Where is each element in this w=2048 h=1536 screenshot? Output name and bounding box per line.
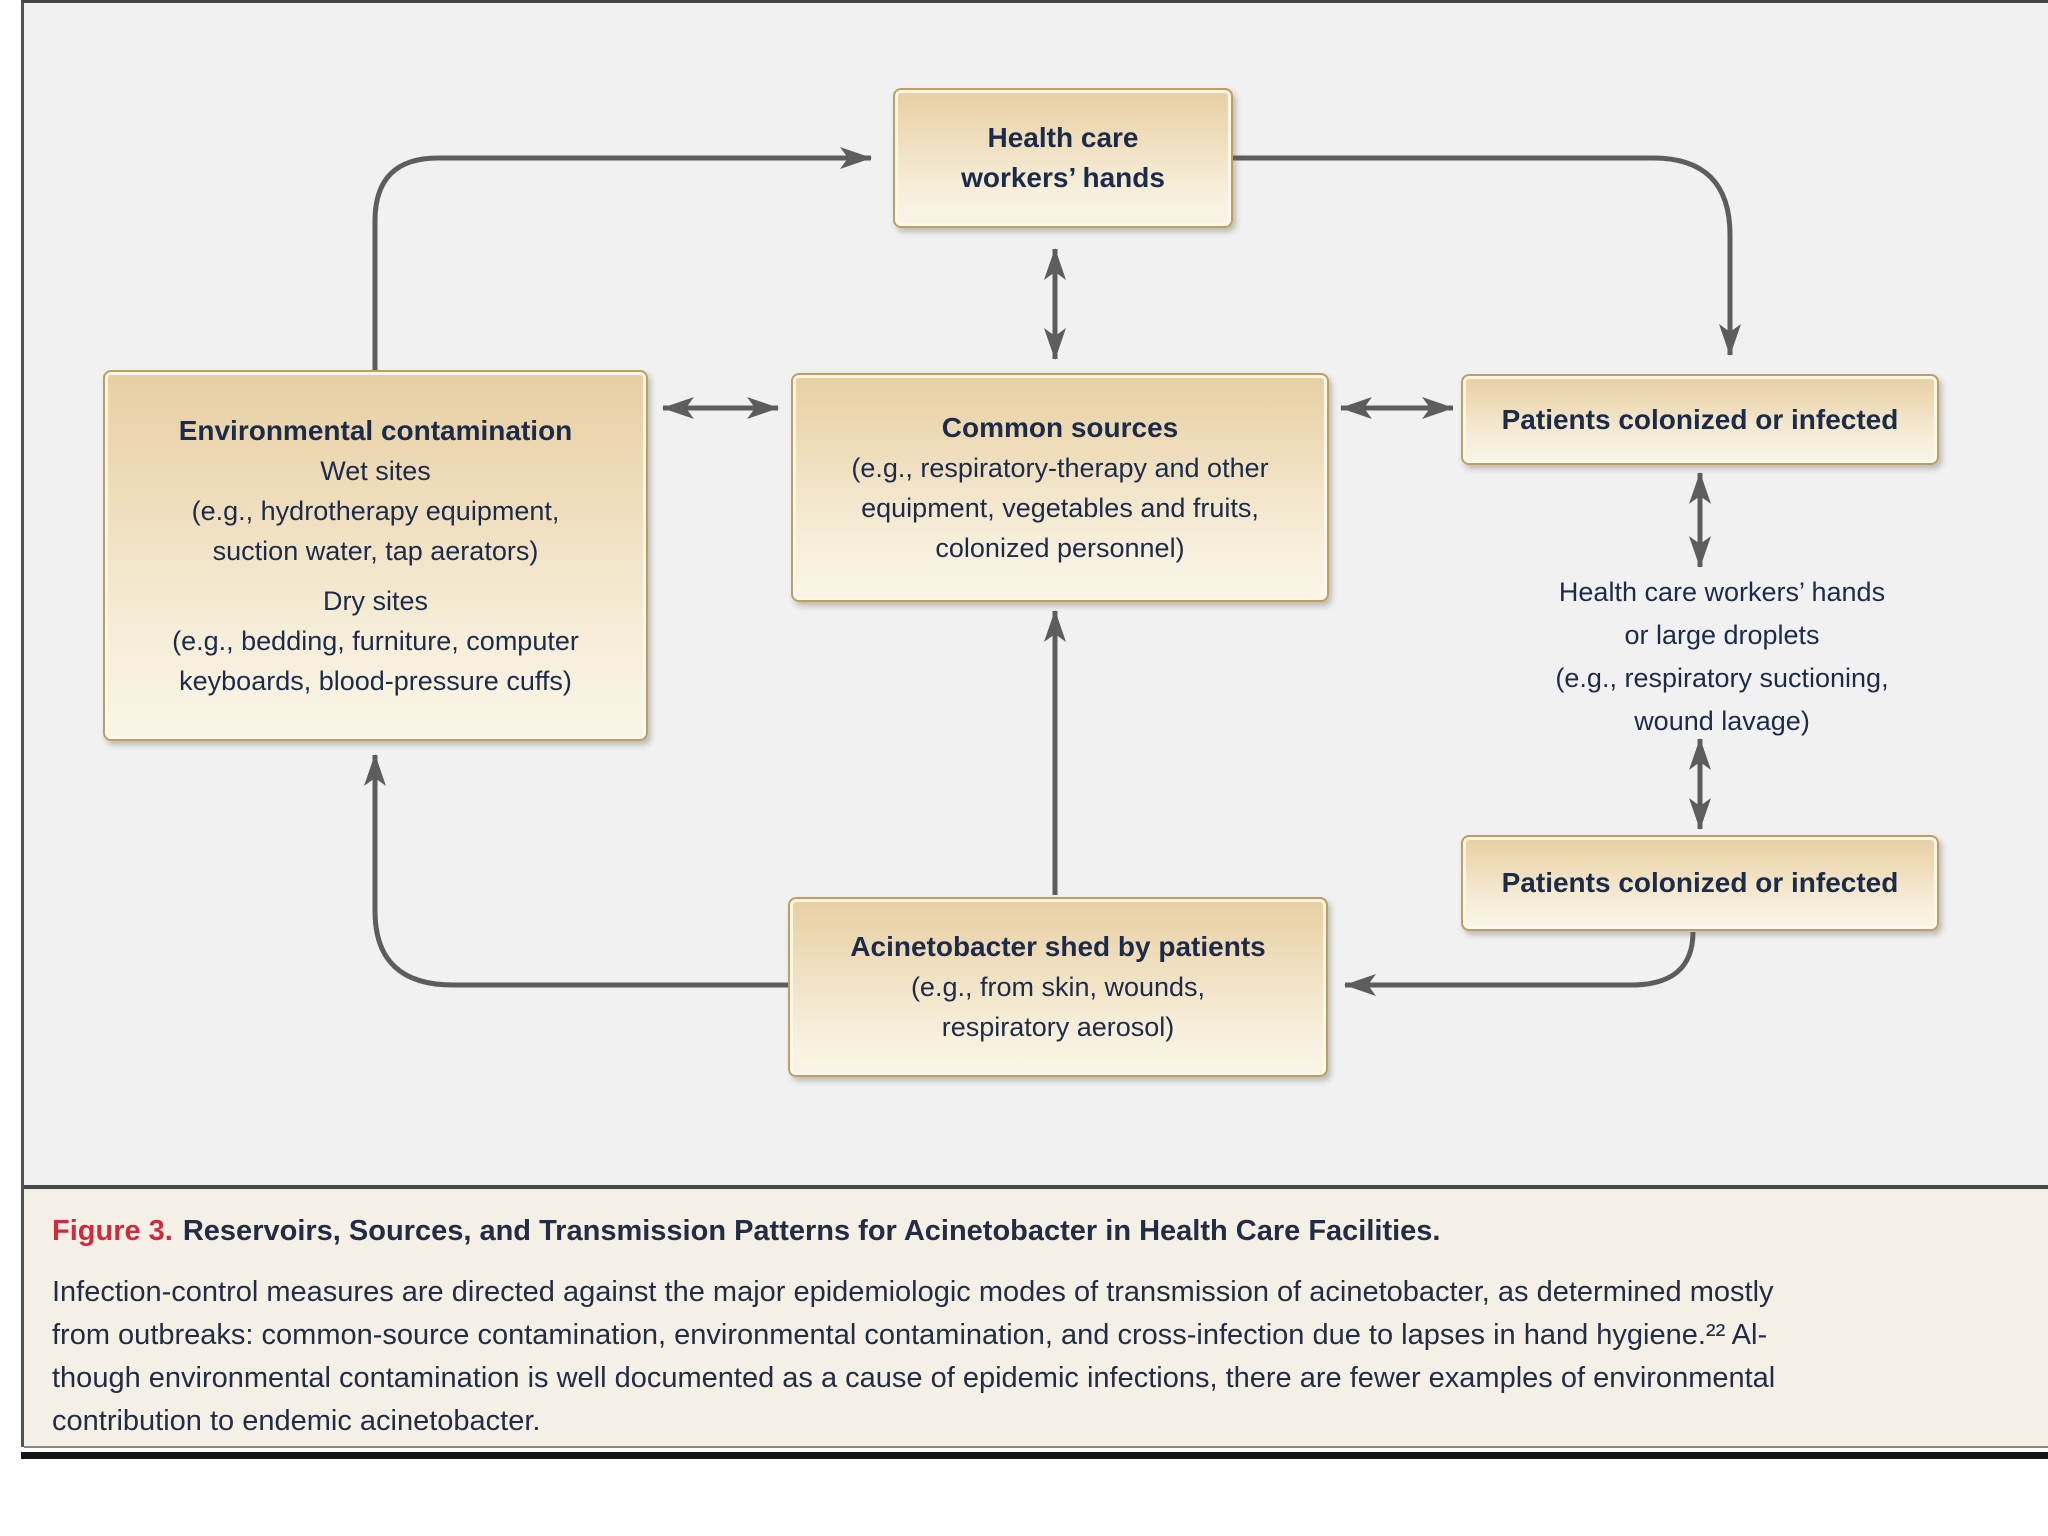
arrow-patients2-to-shed <box>1344 931 1696 996</box>
transfer-text-line: (e.g., respiratory suctioning, <box>1555 663 1889 693</box>
wet-sites-detail-line: suction water, tap aerators) <box>212 535 539 566</box>
arrow-layer <box>364 147 1741 996</box>
transfer-route-text: Health care workers’ hands or large drop… <box>1484 571 1960 743</box>
dry-sites-detail-line: (e.g., bedding, furniture, computer <box>172 625 579 656</box>
caption-divider <box>24 1185 2048 1189</box>
shed-detail-line: (e.g., from skin, wounds, <box>910 972 1206 1002</box>
caption-body-line: though environmental contamination is we… <box>52 1362 1776 1394</box>
transmission-diagram: Health care workers’ hands Environmental… <box>24 3 2048 1185</box>
wet-sites-heading: Wet sites <box>320 455 431 486</box>
box-title: Common sources <box>941 411 1179 443</box>
arrow-hands-to-patients <box>1231 155 1741 356</box>
caption-heading: Figure 3. Reservoirs, Sources, and Transm… <box>52 1211 2018 1251</box>
box-common-sources: Common sources (e.g., respiratory-therap… <box>791 373 1329 602</box>
figure-number-label: Figure 3. <box>52 1215 173 1247</box>
box-title-line: workers’ hands <box>961 162 1165 193</box>
box-title-line: Health care <box>987 122 1139 153</box>
dry-sites-detail-line: keyboards, blood-pressure cuffs) <box>179 665 572 696</box>
box-patients-colonized-bottom: Patients colonized or infected <box>1461 835 1939 931</box>
shed-detail-line: respiratory aerosol) <box>941 1012 1175 1042</box>
common-sources-detail-line: (e.g., respiratory-therapy and other <box>851 452 1269 483</box>
caption-body-line: Infection-control measures are directed … <box>52 1276 1774 1308</box>
transfer-text-line: or large droplets <box>1624 620 1820 650</box>
wet-sites-detail-line: (e.g., hydrotherapy equipment, <box>191 495 560 526</box>
box-patients-colonized-top: Patients colonized or infected <box>1461 374 1939 465</box>
figure-caption: Figure 3. Reservoirs, Sources, and Transm… <box>24 1189 2048 1448</box>
caption-body-line: contribution to endemic acinetobacter. <box>52 1405 541 1437</box>
caption-body-line: from outbreaks: common-source contaminat… <box>52 1319 1768 1351</box>
box-title: Acinetobacter shed by patients <box>850 931 1266 962</box>
transfer-text-line: wound lavage) <box>1634 706 1810 736</box>
box-title: Environmental contamination <box>178 414 573 446</box>
transfer-text-line: Health care workers’ hands <box>1558 577 1886 607</box>
box-acinetobacter-shed: Acinetobacter shed by patients (e.g., fr… <box>788 897 1328 1077</box>
box-title: Patients colonized or infected <box>1501 403 1899 435</box>
dry-sites-heading: Dry sites <box>322 585 428 616</box>
caption-title: Reservoirs, Sources, and Transmission Pa… <box>182 1215 1441 1247</box>
common-sources-detail-line: equipment, vegetables and fruits, <box>861 492 1259 523</box>
box-health-care-workers-hands: Health care workers’ hands <box>893 88 1233 228</box>
figure-frame: Health care workers’ hands Environmental… <box>21 0 2048 1448</box>
box-title: Patients colonized or infected <box>1501 867 1899 898</box>
common-sources-detail-line: colonized personnel) <box>935 532 1185 563</box>
arrow-environment-to-hands <box>372 147 872 370</box>
arrow-shed-to-environment <box>364 754 788 988</box>
box-environmental-contamination: Environmental contamination Wet sites (e… <box>103 370 648 741</box>
bottom-rule <box>21 1452 2048 1459</box>
